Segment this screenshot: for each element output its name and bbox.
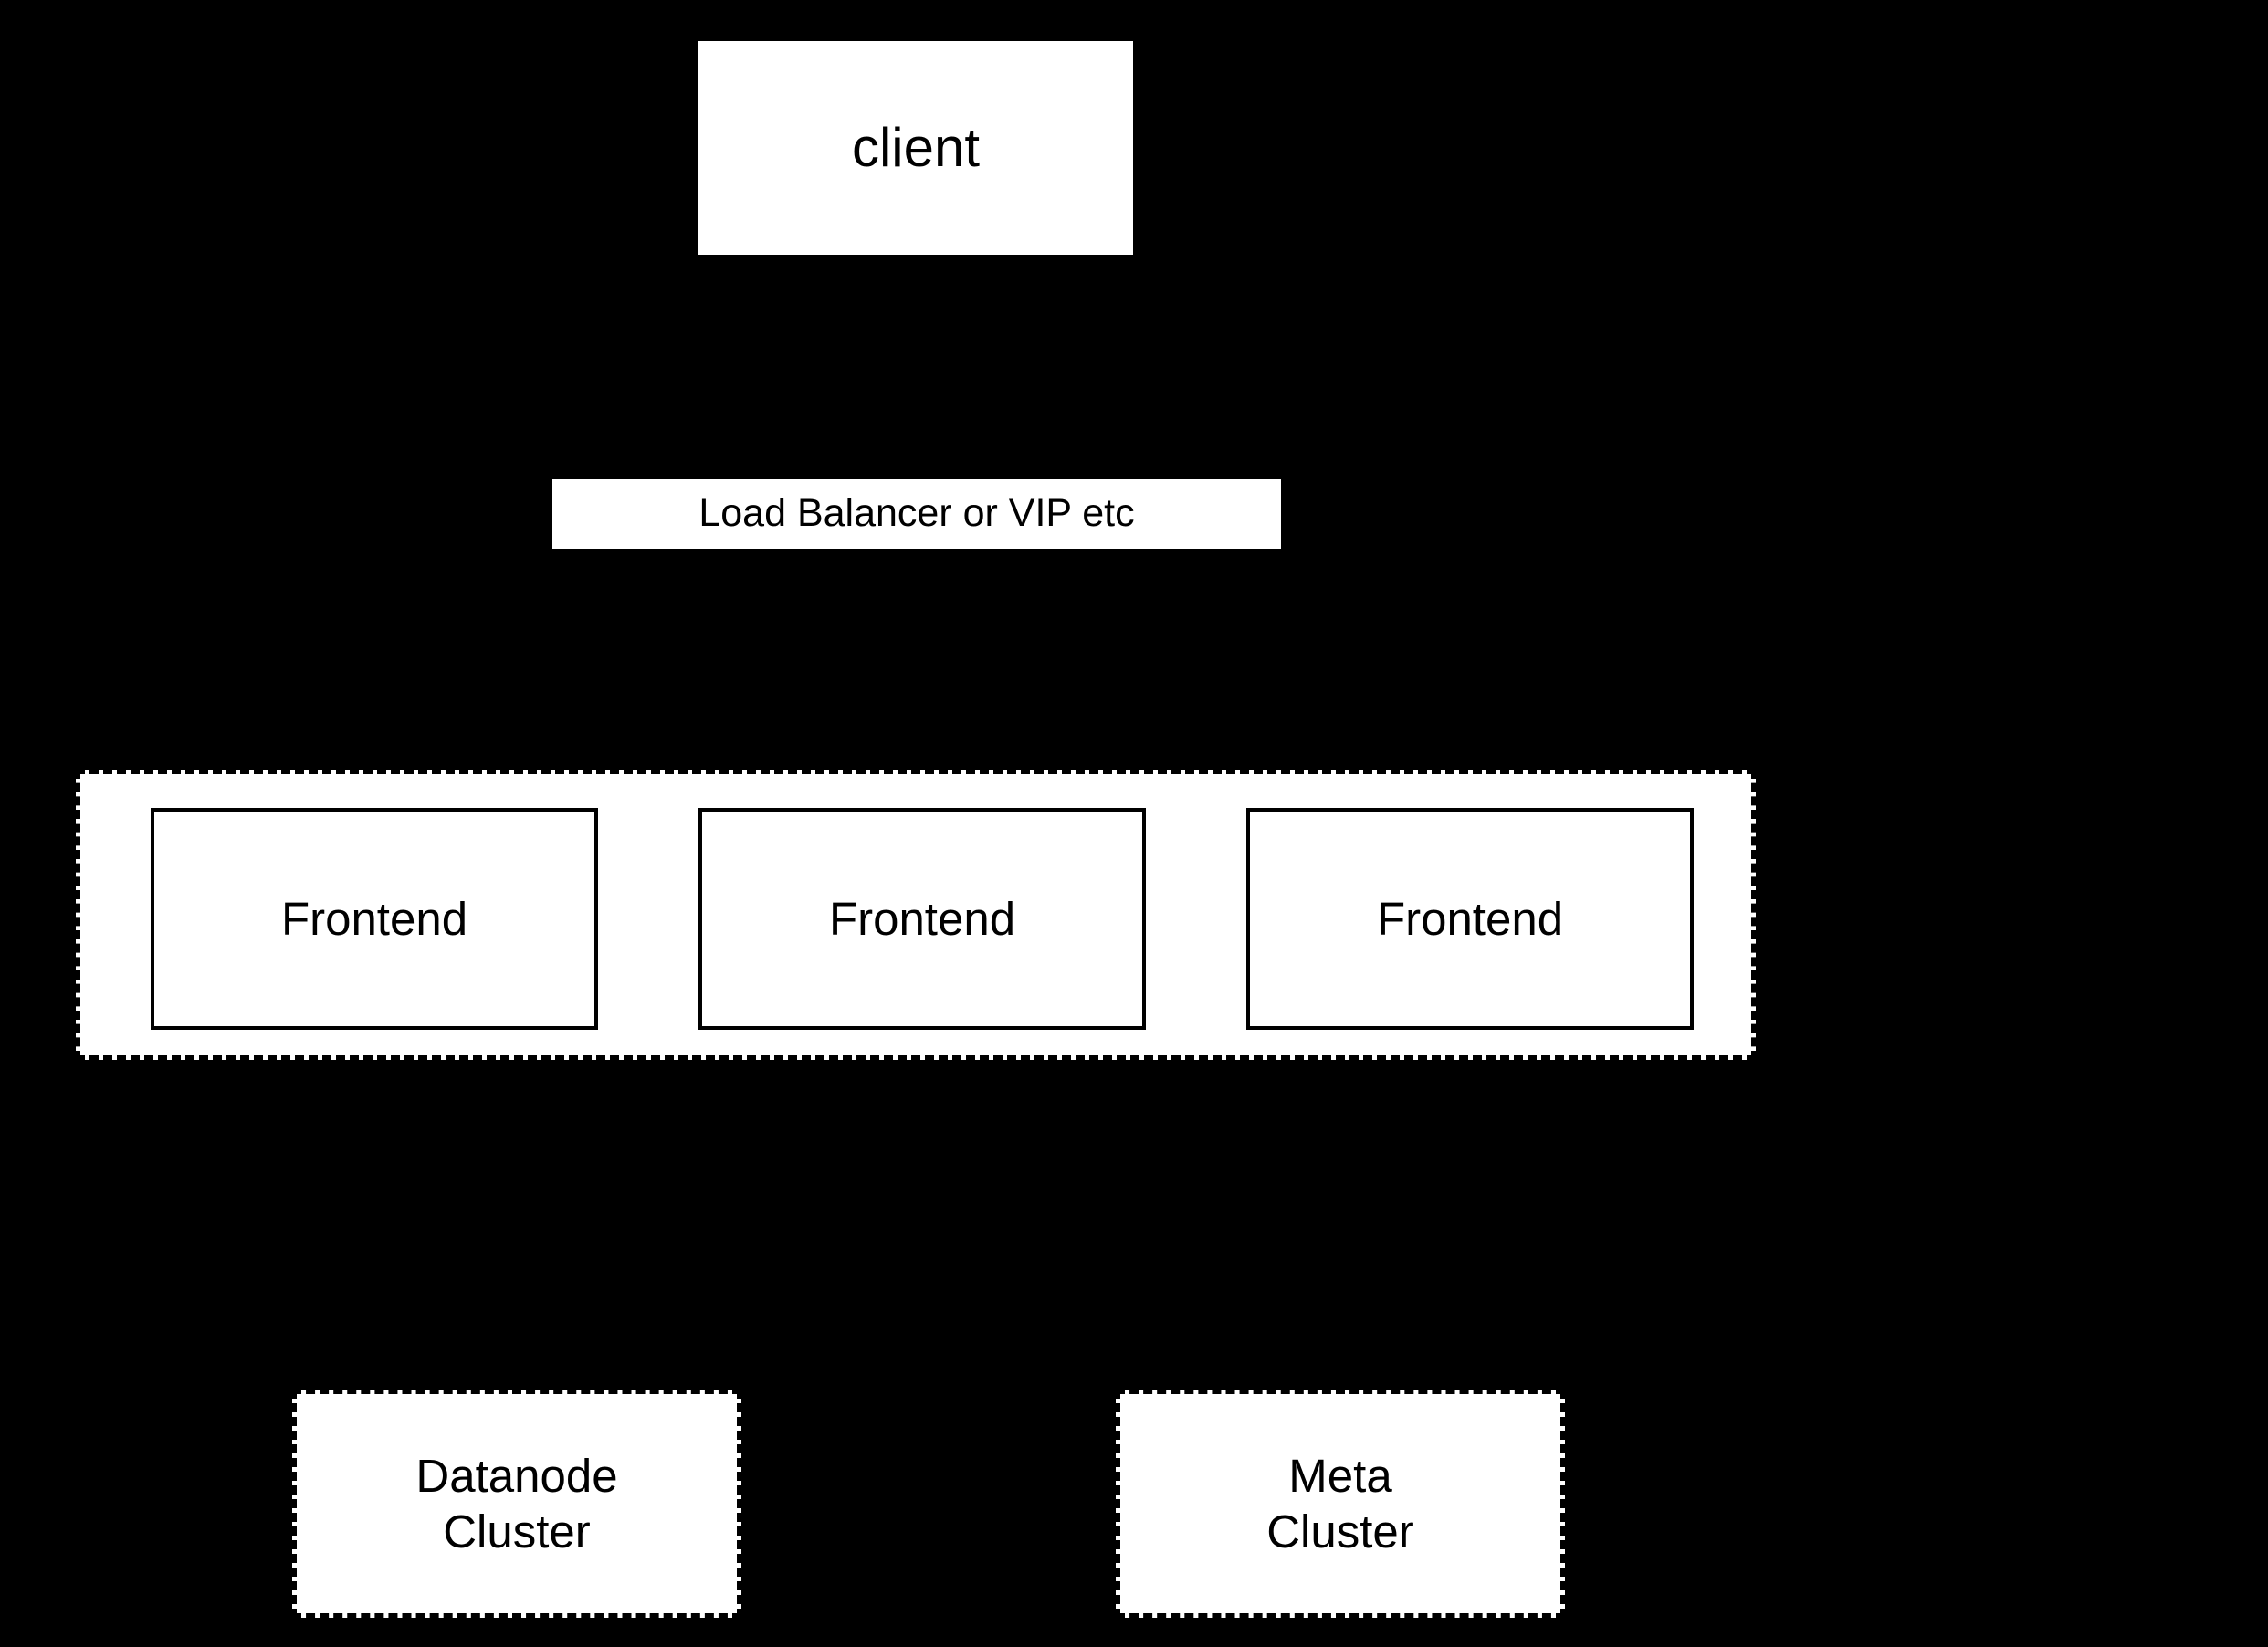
node-datanode-cluster[interactable]: Datanode Cluster	[292, 1390, 741, 1618]
node-meta-cluster[interactable]: Meta Cluster	[1116, 1390, 1565, 1618]
node-frontend-3[interactable]: Frontend	[1246, 808, 1694, 1030]
node-frontend-2[interactable]: Frontend	[698, 808, 1146, 1030]
node-frontend-1[interactable]: Frontend	[151, 808, 598, 1030]
frontend-cluster-group: Frontend Frontend Frontend	[76, 770, 1756, 1060]
node-client[interactable]: client	[698, 41, 1133, 255]
node-load-balancer[interactable]: Load Balancer or VIP etc	[552, 479, 1281, 549]
